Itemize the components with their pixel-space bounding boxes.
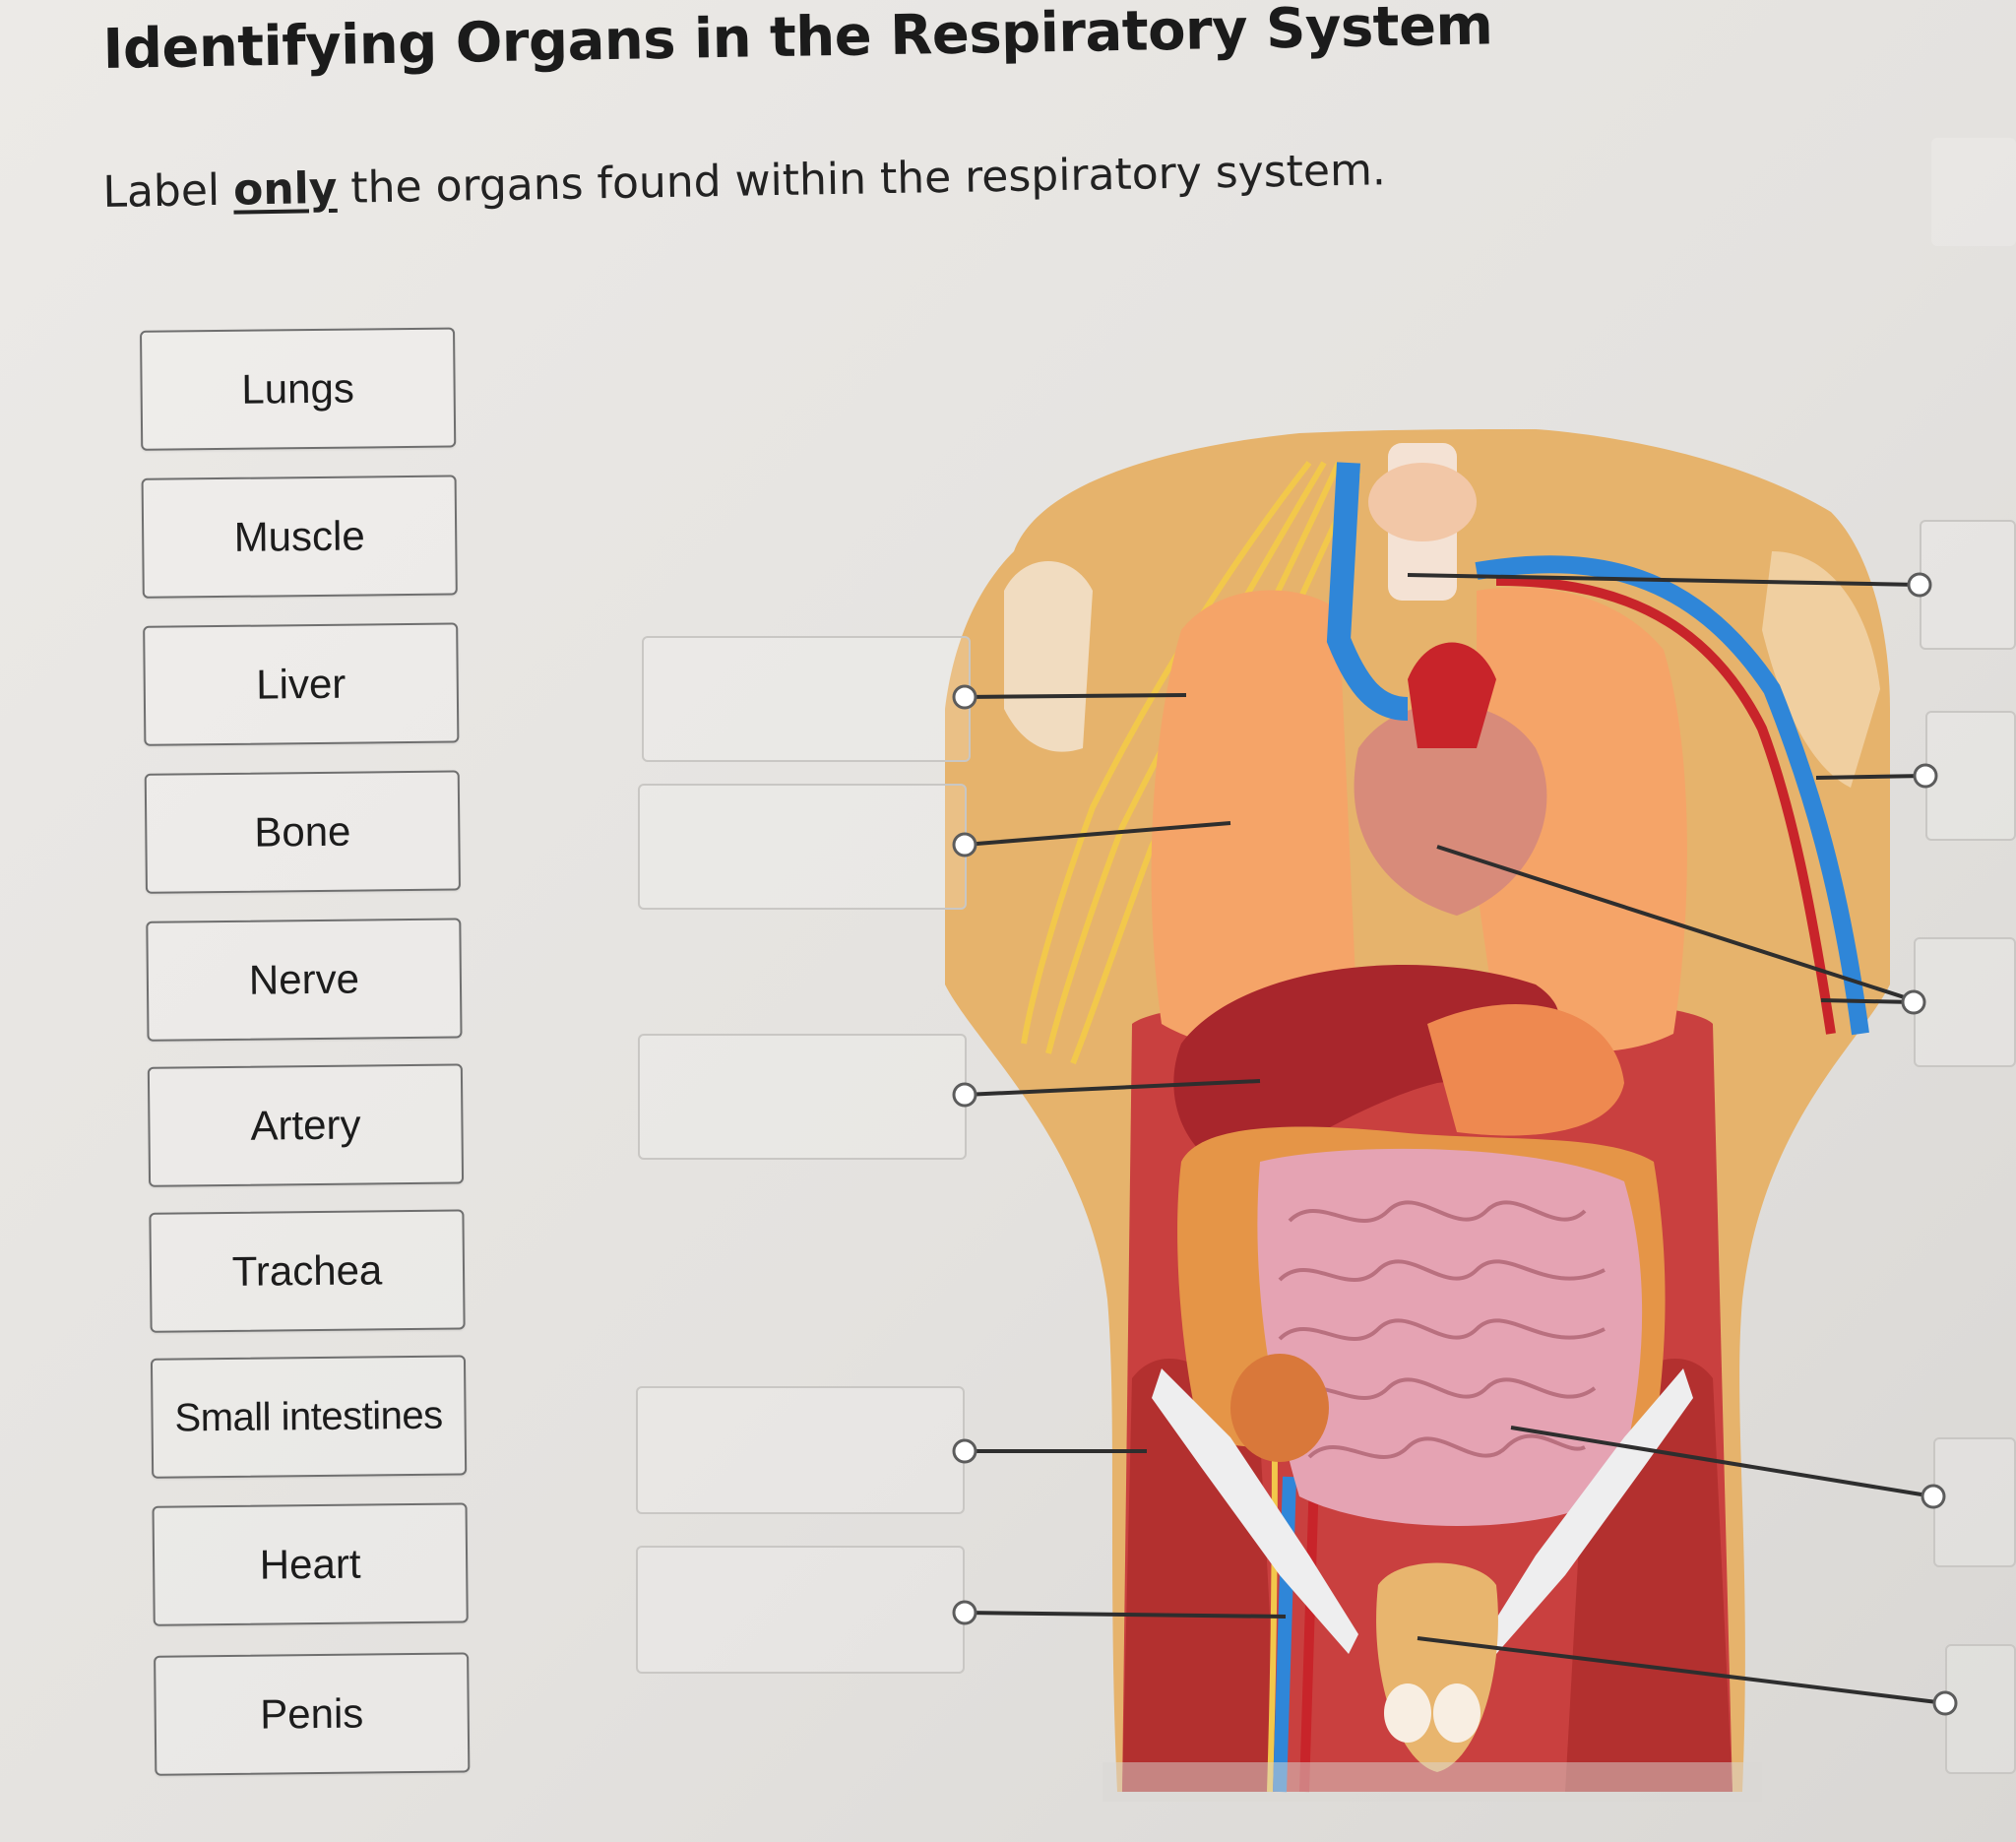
dropzone-11[interactable]: [1931, 138, 2016, 246]
stomach: [1427, 1004, 1624, 1136]
dropzone-8[interactable]: [1914, 937, 2016, 1067]
pelvis-bone-left: [1152, 1368, 1358, 1654]
dropzone-1[interactable]: [642, 636, 971, 762]
aorta: [1408, 642, 1496, 748]
leg-artery: [1299, 1476, 1319, 1793]
dropzone-2[interactable]: [638, 784, 967, 910]
dropzone-10[interactable]: [1945, 1644, 2016, 1774]
left-shoulder: [1004, 561, 1093, 752]
testis-left: [1384, 1683, 1431, 1743]
bottom-fade: [1102, 1762, 1762, 1802]
dropzone-3[interactable]: [638, 1034, 967, 1160]
left-lung: [1151, 590, 1358, 1054]
right-shoulder: [1762, 551, 1880, 788]
cecum: [1230, 1354, 1329, 1462]
dropzone-5[interactable]: [636, 1546, 965, 1674]
dropzone-9[interactable]: [1933, 1437, 2016, 1567]
dropzone-4[interactable]: [636, 1386, 965, 1514]
vein: [1326, 462, 1409, 721]
dropzone-6[interactable]: [1920, 520, 2016, 650]
dropzone-7[interactable]: [1925, 711, 2016, 841]
testis-right: [1433, 1683, 1480, 1743]
thyroid: [1368, 463, 1477, 541]
